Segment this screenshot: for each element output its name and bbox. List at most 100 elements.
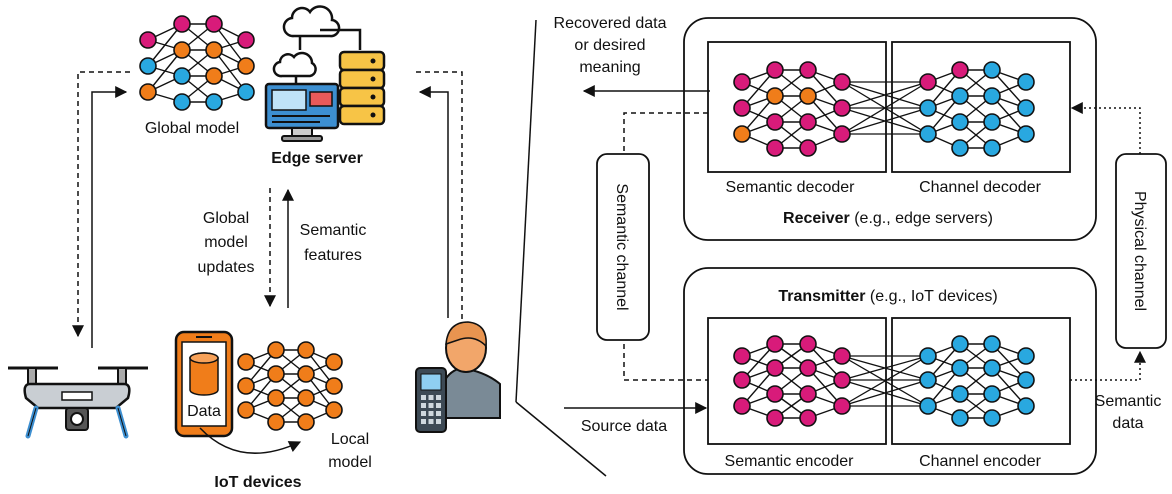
network-node [139,31,157,49]
network-node [267,389,285,407]
channel-encoder-label: Channel encoder [919,453,1042,470]
network-node [983,385,1001,403]
network-node [297,389,315,407]
divider-line-lower [515,401,607,477]
semantic-features-label-1: Semantic [300,222,367,239]
network-node [766,139,784,157]
iot-devices-label: IoT devices [214,474,301,491]
network-node [237,401,255,419]
network-node [919,73,937,91]
network-node [139,57,157,75]
network-node [297,365,315,383]
network-node [1017,73,1035,91]
transmitter-bold-label: Transmitter [778,288,865,305]
transmitter-label: Transmitter (e.g., IoT devices) [778,288,997,305]
physical-channel-in-arrow [1070,102,1141,154]
transmitter-box [683,267,1097,475]
network-node [139,83,157,101]
network-node [237,57,255,75]
network-edge [841,107,929,135]
network-node [833,73,851,91]
network-node [733,371,751,389]
network-node [237,31,255,49]
network-node [799,359,817,377]
network-node [919,347,937,365]
semantic-channel-label: Semantic channel [613,183,630,310]
network-node [173,67,191,85]
network-node [1017,397,1035,415]
physical-channel-label: Physical channel [1131,191,1148,311]
transmitter-networks [733,335,1035,427]
network-node [173,41,191,59]
network-node [325,401,343,419]
channel-decoder-label: Channel decoder [919,179,1042,196]
network-node [766,87,784,105]
network-node [983,87,1001,105]
network-node [833,125,851,143]
network-node [205,67,223,85]
recovered-label-1: Recovered data [554,15,667,32]
network-node [951,359,969,377]
network-node [267,365,285,383]
network-node [919,125,937,143]
network-node [951,139,969,157]
physical-channel-box [1115,153,1167,349]
drone-icon [8,366,148,439]
network-node [1017,99,1035,117]
network-node [799,385,817,403]
network-node [833,99,851,117]
local-model-label-2: model [328,454,372,471]
network-node [173,93,191,111]
drone-upload-arrow [91,86,128,348]
network-node [766,409,784,427]
network-node [297,413,315,431]
data-to-model-arrow [199,427,302,454]
network-node [799,87,817,105]
drone-download-arrow [72,71,130,338]
local-model-network [237,341,343,431]
network-node [173,15,191,33]
network-edge [841,355,929,381]
network-node [267,341,285,359]
network-edge [147,49,183,93]
recovered-label-3: meaning [579,59,640,76]
semantic-data-label-2: data [1112,415,1143,432]
network-node [951,61,969,79]
network-edge [841,81,929,109]
network-node [951,385,969,403]
network-node [766,359,784,377]
receiver-bold-label: Receiver [783,210,850,227]
network-node [766,385,784,403]
edge-server-label: Edge server [271,150,363,167]
network-node [205,93,223,111]
network-node [983,113,1001,131]
network-node [733,347,751,365]
source-data-label: Source data [581,418,667,435]
network-node [951,87,969,105]
network-node [733,397,751,415]
network-node [237,377,255,395]
network-node [205,41,223,59]
divider-line-upper [515,19,537,403]
network-node [983,359,1001,377]
network-node [267,413,285,431]
local-model-label-1: Local [331,431,369,448]
data-label: Data [187,403,221,420]
network-node [733,73,751,91]
network-node [799,335,817,353]
network-node [951,409,969,427]
network-node [237,83,255,101]
right-panel: Semantic decoder Channel decoder Receive… [554,15,1167,475]
network-node [833,371,851,389]
network-node [1017,371,1035,389]
network-node [325,377,343,395]
network-node [237,353,255,371]
network-node [766,113,784,131]
network-edge [147,23,183,67]
smartphone-icon [174,330,234,438]
network-node [919,397,937,415]
cloud-icon [272,5,362,86]
person-with-phone-icon [415,321,501,433]
network-node [983,61,1001,79]
